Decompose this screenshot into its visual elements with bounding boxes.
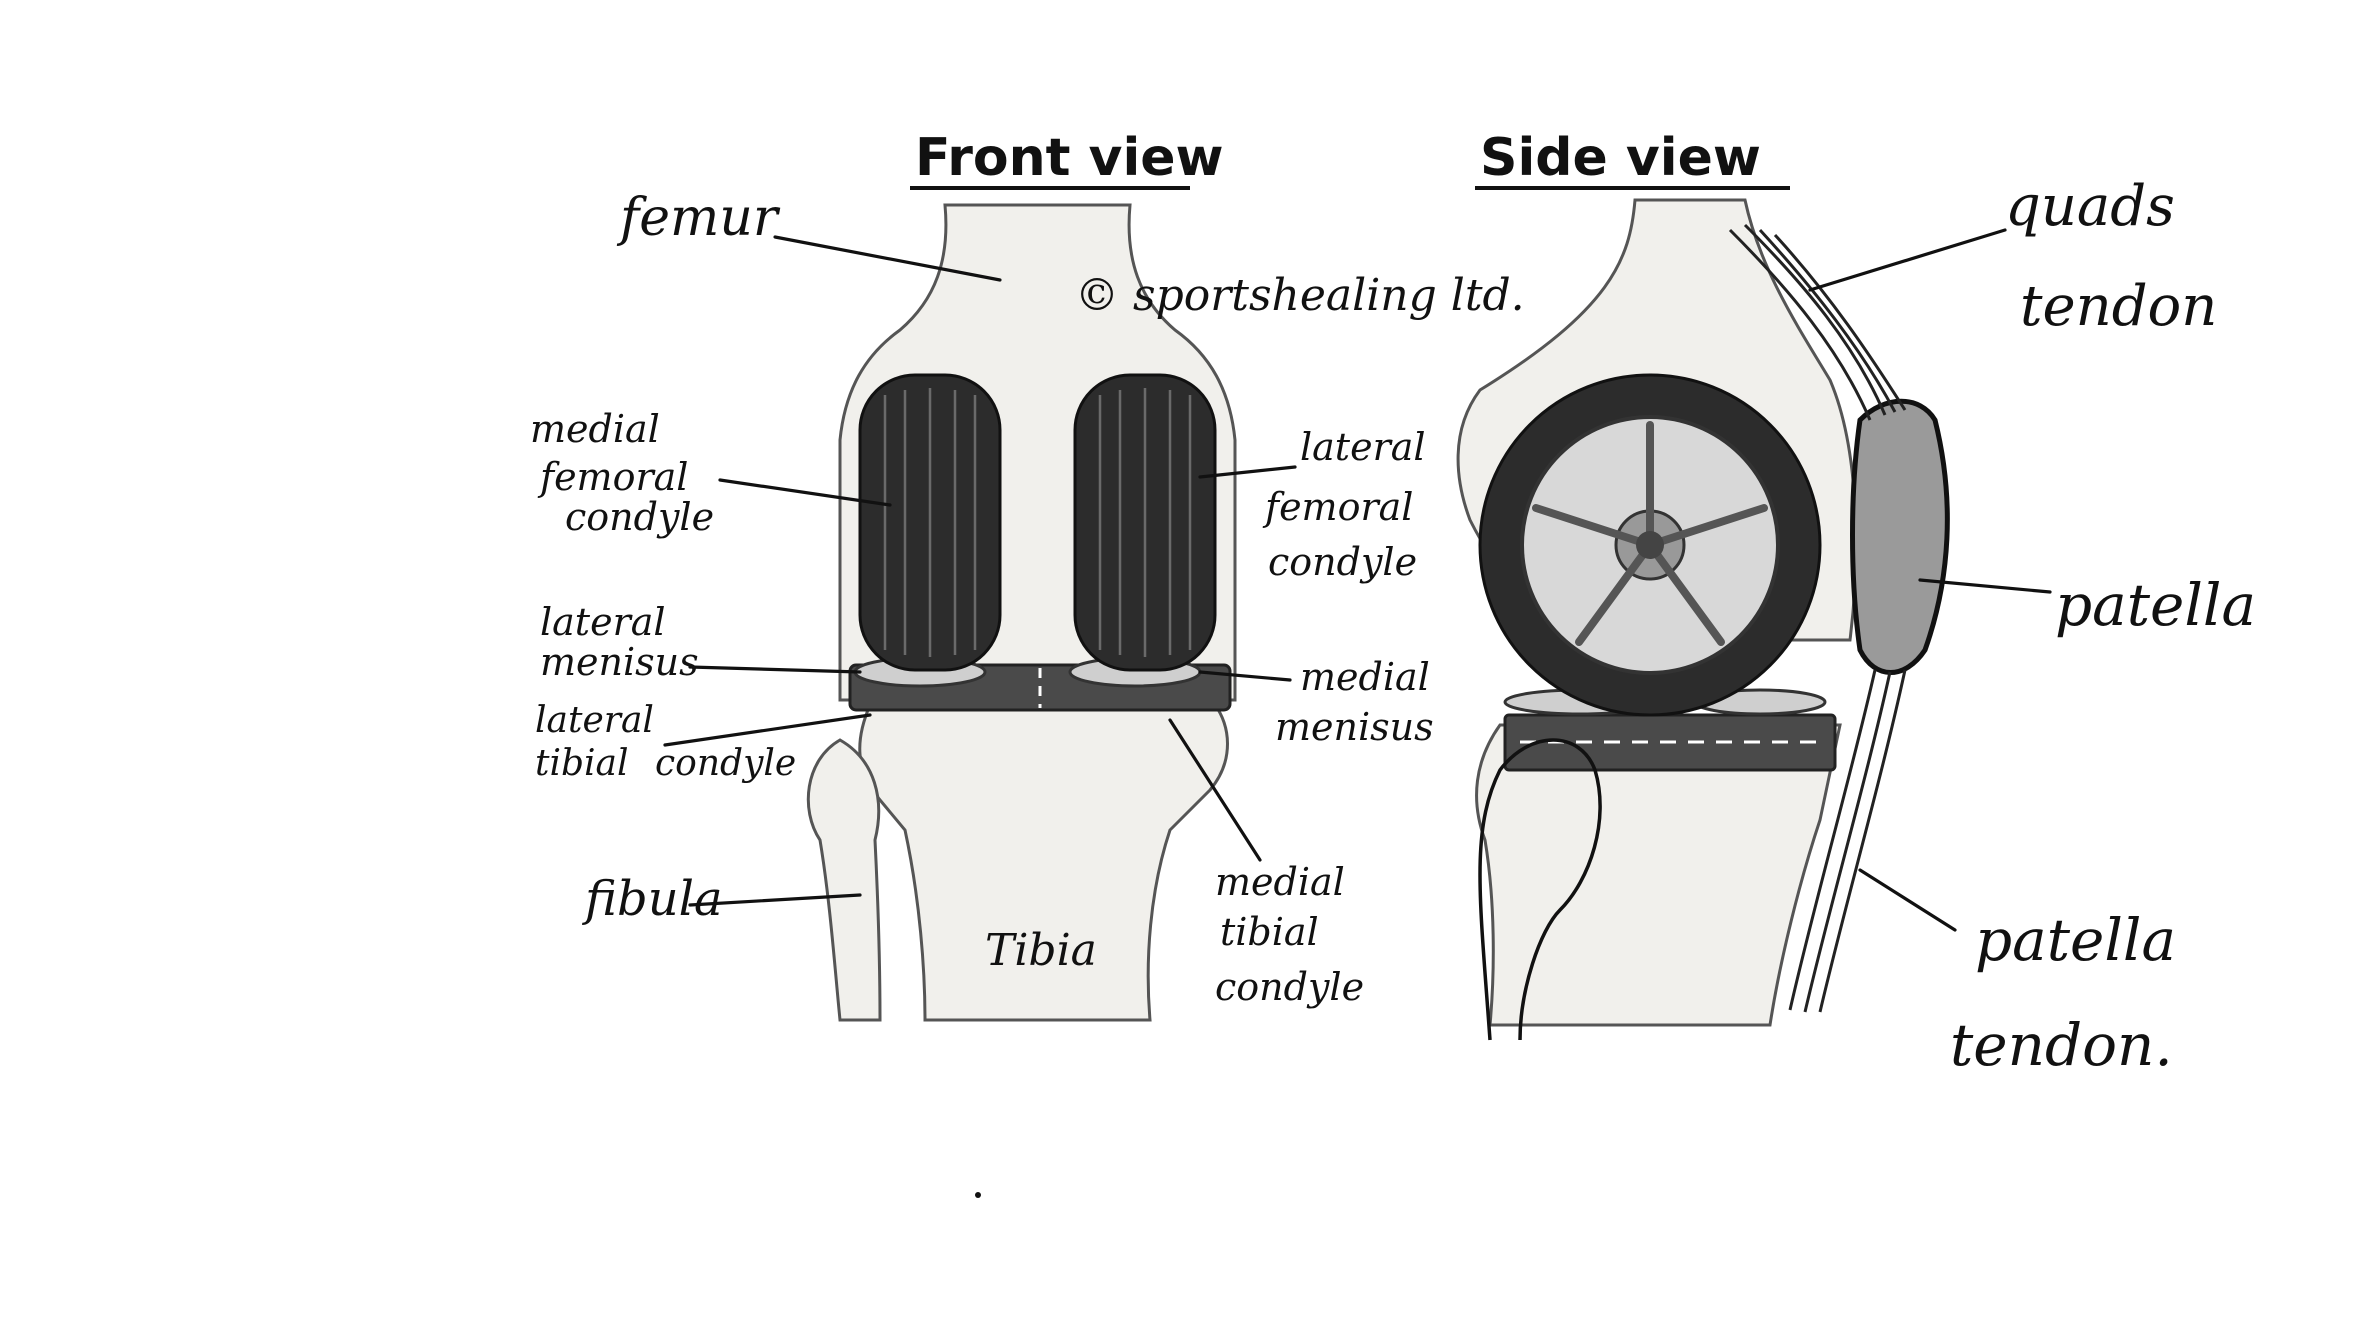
- svg-text:tibial: tibial: [535, 743, 629, 784]
- label-quads-tendon: quads tendon: [2005, 174, 2217, 339]
- side-fibula-outline: [1478, 738, 1602, 1041]
- svg-text:femoral: femoral: [537, 455, 688, 499]
- side-quads-tendon: [1728, 223, 1907, 421]
- svg-text:medial: medial: [1300, 655, 1430, 699]
- svg-text:lateral: lateral: [535, 700, 654, 741]
- side-patella: [1850, 398, 1950, 675]
- front-view-illustration: [806, 203, 1237, 1022]
- front-lateral-femoral-condyle-tire: [1073, 373, 1217, 672]
- svg-text:lateral: lateral: [540, 600, 666, 644]
- svg-text:tendon.: tendon.: [1950, 1011, 2173, 1079]
- svg-text:condyle: condyle: [565, 495, 714, 539]
- label-patella-tendon: patella tendon.: [1950, 906, 2176, 1079]
- leader-lines: [663, 228, 2052, 932]
- stray-dot: [975, 1192, 981, 1198]
- label-medial-femoral-condyle: medial femoral condyle: [530, 407, 714, 539]
- svg-text:menisus: menisus: [1275, 705, 1434, 749]
- svg-text:patella: patella: [1975, 906, 2176, 974]
- front-view-title: Front view: [915, 128, 1224, 188]
- svg-text:medial: medial: [530, 407, 660, 451]
- side-view-title: Side view: [1480, 128, 1761, 188]
- side-femoral-condyle-wheel: [1478, 373, 1822, 717]
- label-lateral-meniscus: lateral menisus: [540, 600, 699, 684]
- svg-text:condyle: condyle: [1215, 965, 1364, 1009]
- svg-text:quads: quads: [2005, 174, 2175, 239]
- side-patella-tendon: [1788, 669, 1907, 1013]
- svg-text:condyle: condyle: [655, 743, 796, 784]
- svg-text:tibial: tibial: [1220, 910, 1319, 954]
- side-view-illustration: [1456, 198, 1950, 1041]
- svg-text:femoral: femoral: [1262, 485, 1413, 529]
- svg-text:medial: medial: [1215, 860, 1345, 904]
- side-tibia-bone: [1475, 723, 1842, 1027]
- label-fibula: fibula: [582, 871, 723, 927]
- svg-text:lateral: lateral: [1300, 425, 1426, 469]
- label-patella: patella: [2055, 571, 2256, 639]
- label-lateral-femoral-condyle: lateral femoral condyle: [1262, 425, 1426, 584]
- svg-text:tendon: tendon: [2020, 274, 2217, 339]
- copyright-text: © sportshealing ltd.: [1075, 270, 1525, 321]
- svg-text:condyle: condyle: [1268, 540, 1417, 584]
- label-tibia: Tibia: [985, 925, 1097, 976]
- label-medial-meniscus: medial menisus: [1275, 655, 1434, 749]
- label-femur: femur: [616, 188, 781, 248]
- front-medial-femoral-condyle-tire: [858, 373, 1002, 672]
- svg-text:menisus: menisus: [540, 640, 699, 684]
- front-fibula-bone: [806, 738, 882, 1022]
- label-medial-tibial-condyle: medial tibial condyle: [1215, 860, 1364, 1009]
- label-lateral-tibial-condyle: lateral tibial condyle: [535, 700, 796, 784]
